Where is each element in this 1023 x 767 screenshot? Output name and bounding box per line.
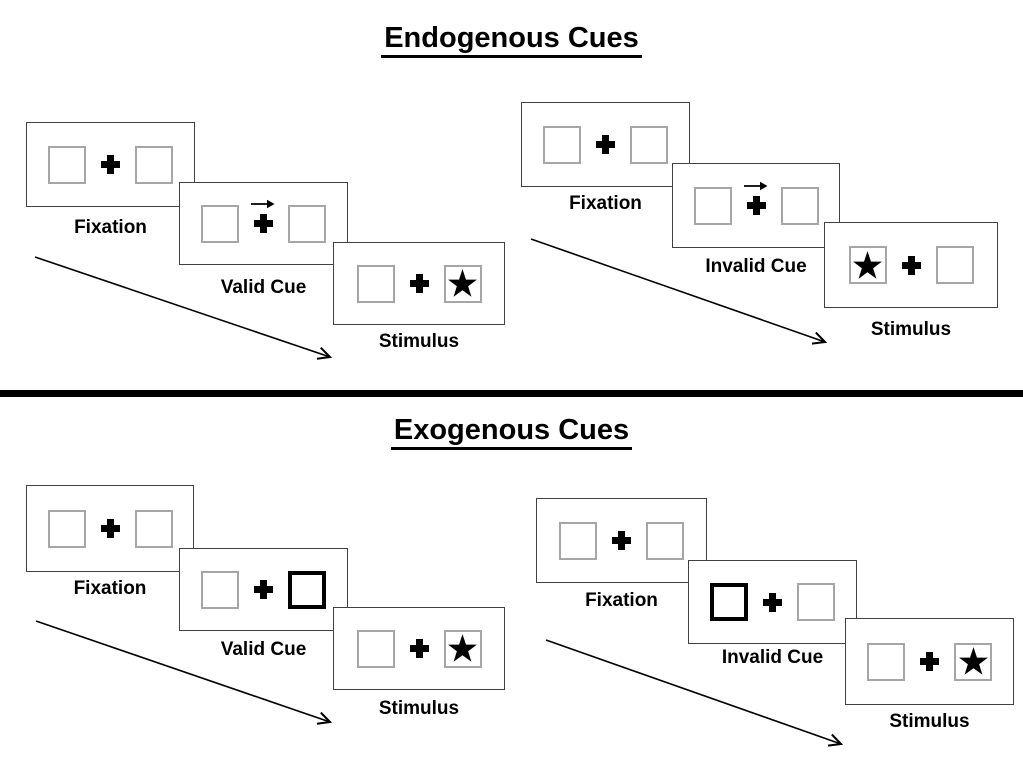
panel-label: Invalid Cue <box>705 256 807 277</box>
right-target-box-highlighted <box>288 570 326 609</box>
right-target-box <box>443 264 482 303</box>
time-arrow <box>35 620 333 725</box>
cue-panel <box>179 548 348 631</box>
left-target-box <box>48 145 86 184</box>
fixation-cross-icon <box>612 531 631 550</box>
fixation-panel <box>536 498 707 583</box>
fixation-cross-icon <box>743 181 767 215</box>
section-title-exogenous: Exogenous Cues <box>0 414 1023 450</box>
panel-label: Fixation <box>585 590 658 611</box>
left-target-box <box>559 521 597 560</box>
panel-label: Stimulus <box>870 319 952 340</box>
cue-panel <box>179 182 348 265</box>
right-target-box <box>780 186 819 225</box>
stimulus-panel <box>845 618 1014 705</box>
cue-panel <box>672 163 840 248</box>
left-target-box <box>47 509 86 548</box>
left-target-box-highlighted <box>710 583 748 621</box>
right-target-box <box>935 246 974 284</box>
star-icon <box>958 647 988 675</box>
right-target-box <box>646 521 684 560</box>
time-arrow <box>545 639 844 747</box>
star-icon <box>853 250 882 279</box>
panel-label: Fixation <box>569 193 642 214</box>
left-target-box <box>848 246 887 284</box>
time-arrow <box>34 256 333 360</box>
left-target-box <box>356 629 395 668</box>
cue-arrow-icon <box>251 199 275 209</box>
panel-label: Fixation <box>73 578 147 599</box>
right-target-box <box>797 583 835 621</box>
star-icon <box>448 269 477 297</box>
fixation-cross-icon <box>763 592 782 612</box>
section-divider <box>0 390 1023 397</box>
right-target-box <box>443 629 482 668</box>
left-target-box <box>693 186 732 225</box>
left-target-box <box>543 125 581 164</box>
panel-label: Valid Cue <box>220 277 307 298</box>
cue-panel <box>688 560 857 644</box>
left-target-box <box>201 570 239 609</box>
left-target-box <box>867 642 905 681</box>
stimulus-panel <box>333 242 505 325</box>
right-target-box <box>135 145 173 184</box>
right-target-box <box>630 125 668 164</box>
section-title-endogenous-text: Endogenous Cues <box>381 22 642 58</box>
right-target-box <box>954 642 992 681</box>
left-target-box <box>356 264 395 303</box>
stimulus-panel <box>824 222 998 308</box>
fixation-cross-icon <box>100 519 120 538</box>
panel-label: Valid Cue <box>220 639 307 660</box>
section-title-endogenous: Endogenous Cues <box>0 22 1023 58</box>
fixation-panel <box>26 122 195 207</box>
panel-label: Fixation <box>74 217 147 238</box>
fixation-cross-icon <box>251 199 275 233</box>
fixation-cross-icon <box>409 274 429 293</box>
fixation-cross-icon <box>901 255 921 275</box>
section-title-exogenous-text: Exogenous Cues <box>390 414 633 450</box>
panel-label: Stimulus <box>378 698 460 719</box>
panel-label: Stimulus <box>378 331 460 352</box>
cue-arrow-icon <box>743 181 767 191</box>
right-target-box <box>288 204 326 243</box>
fixation-panel <box>26 485 194 572</box>
right-target-box <box>134 509 173 548</box>
star-icon <box>448 634 477 662</box>
fixation-cross-icon <box>409 639 429 658</box>
time-arrow <box>530 238 828 345</box>
fixation-cross-icon <box>254 580 273 599</box>
stimulus-panel <box>333 607 505 690</box>
fixation-cross-icon <box>920 652 939 671</box>
left-target-box <box>201 204 239 243</box>
fixation-cross-icon <box>101 155 120 174</box>
panel-label: Stimulus <box>889 711 970 732</box>
fixation-panel <box>521 102 690 187</box>
panel-label: Invalid Cue <box>721 647 824 668</box>
fixation-cross-icon <box>596 135 615 154</box>
